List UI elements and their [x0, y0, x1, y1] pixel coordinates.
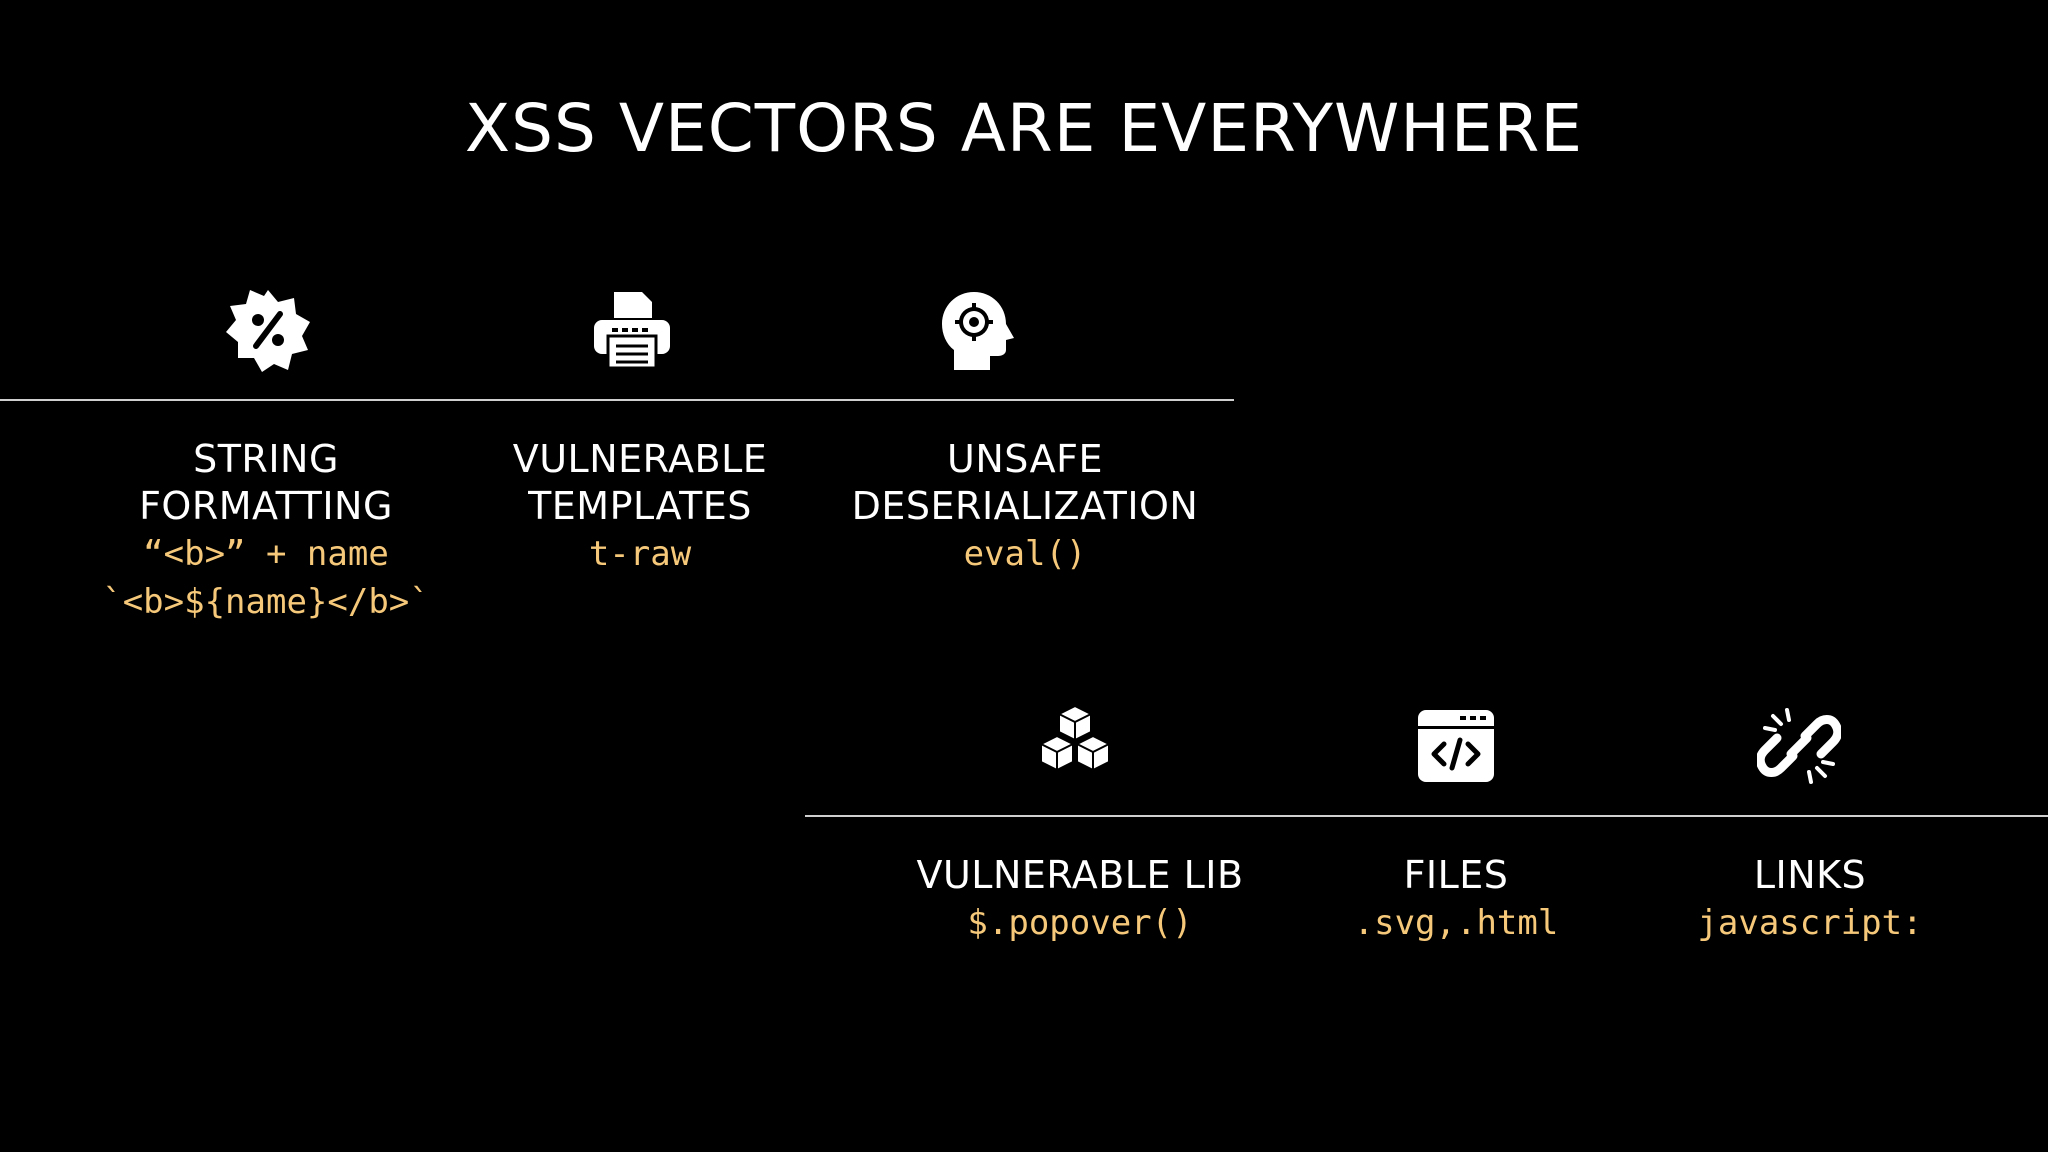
head-gear-icon — [934, 288, 1018, 372]
item-label-line: DESERIALIZATION — [851, 484, 1199, 528]
item-code-line: `<b>${name}</b>` — [102, 582, 430, 622]
item-code-line: t-raw — [588, 534, 692, 574]
item-code-line: eval() — [963, 534, 1087, 574]
item-label-line: VULNERABLE LIB — [916, 853, 1244, 897]
item-label-line: UNSAFE — [947, 437, 1103, 481]
item-label-line: FILES — [1403, 853, 1509, 897]
item-label-line: FORMATTING — [139, 484, 393, 528]
printer-icon — [590, 288, 674, 372]
item-string-formatting: STRING FORMATTING “<b>” + name `<b>${nam… — [86, 436, 446, 626]
item-vulnerable-lib: VULNERABLE LIB $.popover() — [870, 852, 1290, 947]
broken-link-icon — [1757, 704, 1841, 788]
slide-title: XSS VECTORS ARE EVERYWHERE — [464, 90, 1584, 167]
item-links: LINKS javascript: — [1620, 852, 2000, 947]
item-label-line: VULNERABLE — [512, 437, 768, 481]
item-label-line: TEMPLATES — [528, 484, 752, 528]
cubes-icon — [1033, 704, 1117, 788]
item-label-line: STRING — [193, 437, 339, 481]
item-files: FILES .svg,.html — [1270, 852, 1642, 947]
item-label-line: LINKS — [1753, 853, 1867, 897]
item-vulnerable-templates: VULNERABLE TEMPLATES t-raw — [460, 436, 820, 578]
bottom-divider — [805, 815, 2048, 817]
item-code-line: “<b>” + name — [143, 534, 389, 574]
item-code-line: javascript: — [1697, 903, 1923, 943]
percent-badge-icon — [226, 288, 310, 372]
code-window-icon — [1414, 704, 1498, 788]
item-code-line: .svg,.html — [1353, 903, 1559, 943]
item-unsafe-deserialization: UNSAFE DESERIALIZATION eval() — [820, 436, 1230, 578]
top-divider — [0, 399, 1234, 401]
item-code-line: $.popover() — [967, 903, 1193, 943]
